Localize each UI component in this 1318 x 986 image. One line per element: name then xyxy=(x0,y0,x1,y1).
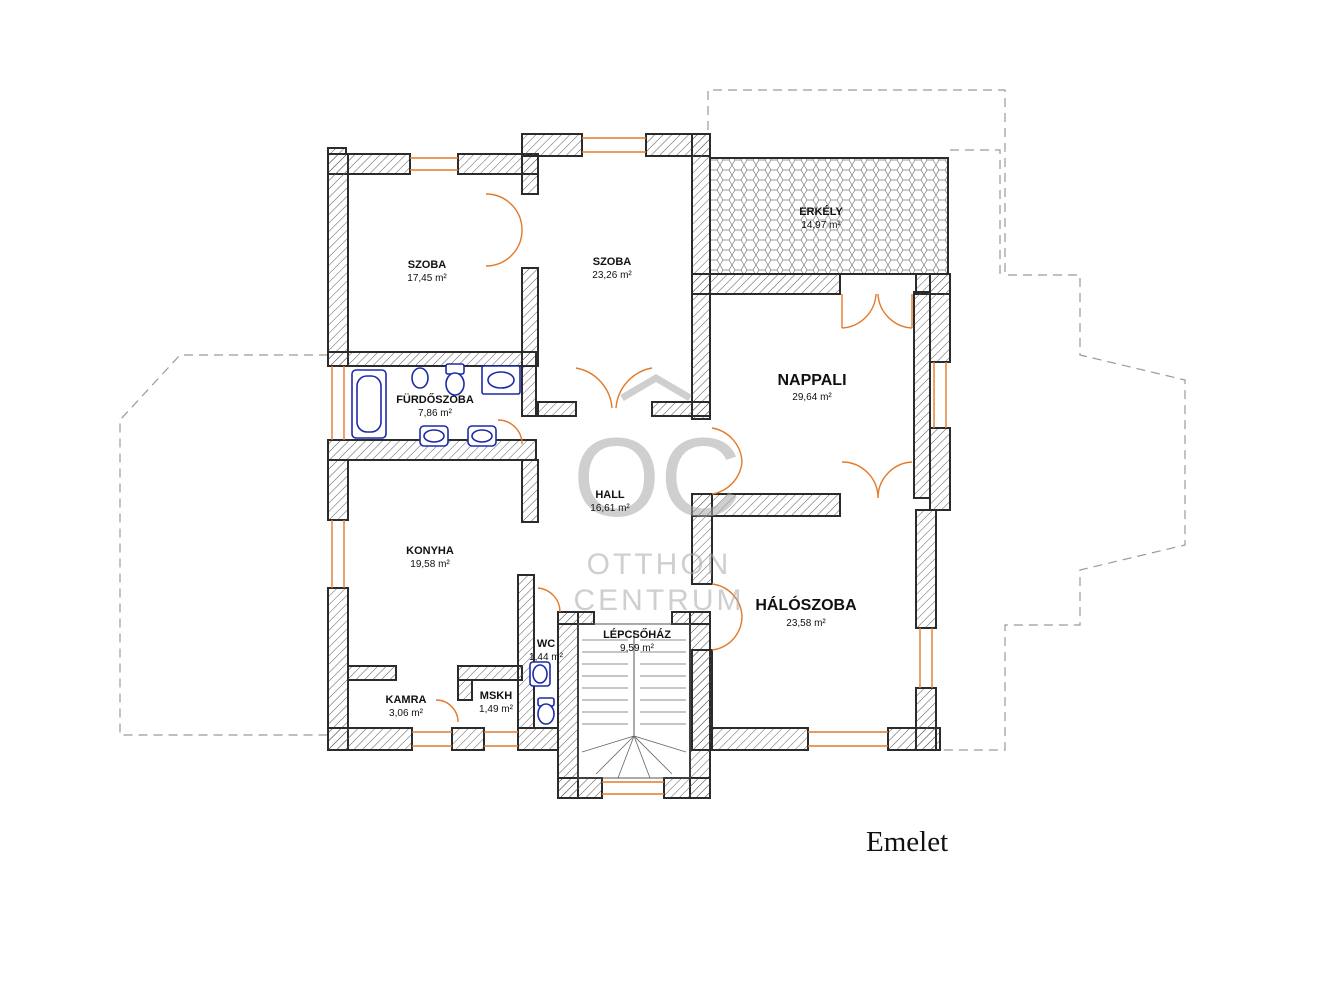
floor-label: Emelet xyxy=(866,826,949,858)
room-erkely-name: ERKÉLY xyxy=(799,205,843,218)
stairs xyxy=(577,623,691,779)
watermark-letters: OC xyxy=(573,415,741,540)
room-haloszoba-name: HÁLÓSZOBA xyxy=(755,595,857,614)
windows xyxy=(331,137,947,795)
room-hall-area: 16,61 m² xyxy=(590,503,630,514)
toilet-icon xyxy=(411,363,465,396)
wc-toilet-icon xyxy=(529,661,555,725)
room-szoba-2-name: SZOBA xyxy=(593,256,632,268)
room-lepcsohaz-name: LÉPCSŐHÁZ xyxy=(603,628,671,641)
watermark-roof-icon xyxy=(620,373,692,402)
room-kamra-name: KAMRA xyxy=(386,694,427,706)
room-wc-name: WC xyxy=(537,638,555,650)
room-labels: SZOBA 17,45 m² SZOBA 23,26 m² ERKÉLY 14,… xyxy=(386,205,858,719)
room-szoba-1-name: SZOBA xyxy=(408,259,447,271)
room-furdoszoba-area: 7,86 m² xyxy=(418,408,453,419)
room-wc-area: 1,44 m² xyxy=(529,652,564,663)
watermark-line2: CENTRUM xyxy=(574,584,745,617)
bathtub-icon xyxy=(351,369,387,439)
room-konyha-name: KONYHA xyxy=(406,545,454,557)
watermark: OC OTTHON CENTRUM xyxy=(573,373,745,617)
room-furdoszoba-name: FÜRDŐSZOBA xyxy=(396,393,474,406)
room-nappali-area: 29,64 m² xyxy=(792,392,832,403)
doors xyxy=(435,193,913,723)
room-hall-name: HALL xyxy=(595,489,625,501)
walls xyxy=(327,133,951,799)
room-haloszoba-area: 23,58 m² xyxy=(786,618,826,629)
room-konyha-area: 19,58 m² xyxy=(410,559,450,570)
room-lepcsohaz-area: 9,59 m² xyxy=(620,643,655,654)
room-mskh-area: 1,49 m² xyxy=(479,704,514,715)
room-erkely-area: 14,97 m² xyxy=(801,220,841,231)
roof-outline xyxy=(119,89,1186,751)
sink-icon xyxy=(481,365,521,395)
room-szoba-2-area: 23,26 m² xyxy=(592,270,632,281)
watermark-line1: OTTHON xyxy=(587,548,732,581)
room-mskh-name: MSKH xyxy=(480,690,512,702)
room-szoba-1-area: 17,45 m² xyxy=(407,273,447,284)
room-nappali-name: NAPPALI xyxy=(777,372,846,389)
washbasin-icon xyxy=(419,425,497,447)
room-kamra-area: 3,06 m² xyxy=(389,708,424,719)
